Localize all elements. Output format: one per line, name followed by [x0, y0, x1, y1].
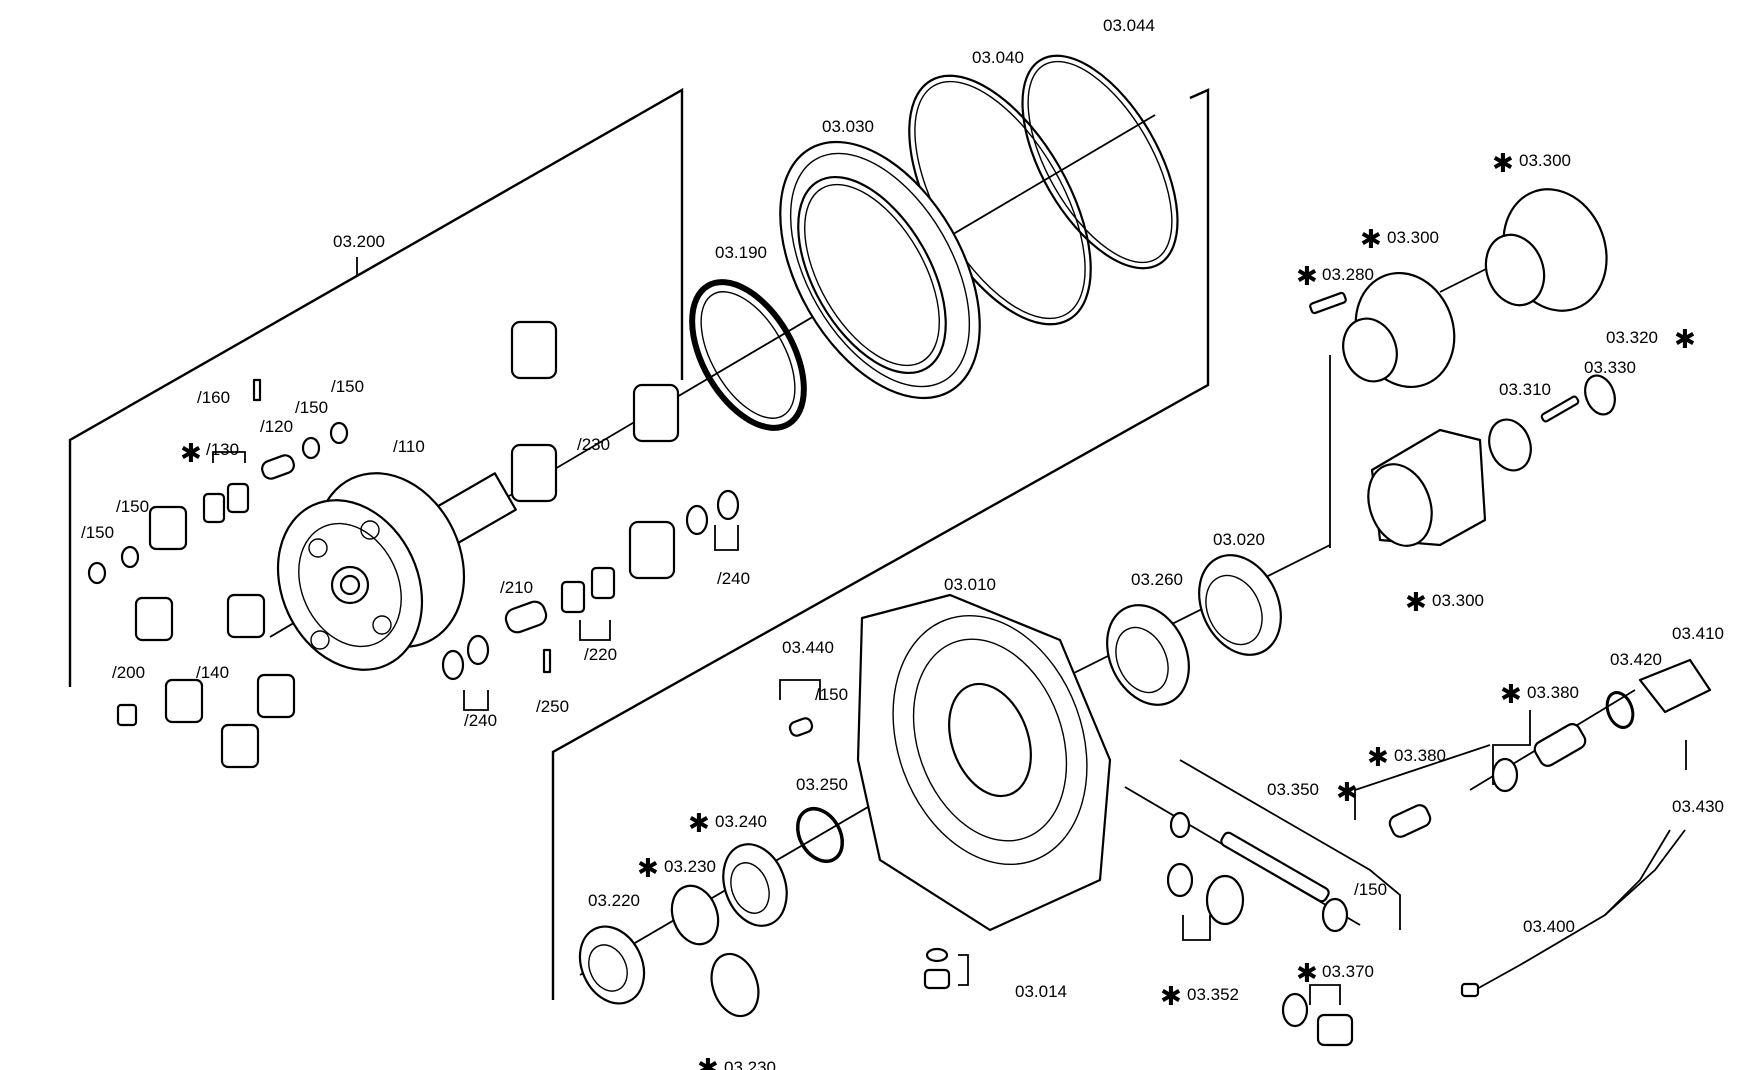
label-03-010: 03.010: [944, 575, 996, 594]
seal-03-020: [1198, 554, 1282, 656]
o-ring-03-250: [795, 807, 845, 863]
small-parts-left: [87, 378, 740, 681]
pin-03-440: [788, 717, 814, 737]
o-ring-03-044: [1021, 54, 1179, 270]
label-03-440-150: /150: [815, 685, 848, 704]
label-03-044: 03.044: [1103, 16, 1155, 35]
screw-03-330: [1540, 395, 1580, 423]
label-140: /140: [196, 663, 229, 682]
label-03-320: 03.320: [1606, 328, 1658, 347]
bearing-03-260: [1106, 604, 1190, 706]
star-03-230-bot: ✱: [697, 1054, 719, 1070]
bearing-03-230-top: [670, 884, 720, 946]
label-03-230-bot: 03.230: [724, 1058, 776, 1070]
label-03-400: 03.400: [1523, 917, 1575, 936]
label-03-370: 03.370: [1322, 962, 1374, 981]
planet-gears-230: [510, 320, 680, 580]
label-03-380-left: 03.380: [1394, 746, 1446, 765]
star-03-350: ✱: [1336, 778, 1358, 808]
label-150-b: /150: [295, 398, 328, 417]
star-03-300-bot: ✱: [1405, 588, 1427, 618]
lock-plate-03-320: [1584, 374, 1616, 416]
label-240-a: /240: [717, 569, 750, 588]
label-03-260: 03.260: [1131, 570, 1183, 589]
star-03-240: ✱: [688, 809, 710, 839]
label-03-430: 03.430: [1672, 797, 1724, 816]
label-03-410: 03.410: [1672, 624, 1724, 643]
star-03-300-top: ✱: [1492, 149, 1514, 179]
label-03-352: 03.352: [1187, 985, 1239, 1004]
label-03-250: 03.250: [796, 775, 848, 794]
sleeve-03-230-bottom: [710, 952, 760, 1018]
label-03-040: 03.040: [972, 48, 1024, 67]
yoke-03-300-bot: [1367, 428, 1487, 547]
label-03-030: 03.030: [822, 117, 874, 136]
label-240-b: /240: [464, 711, 497, 730]
o-ring-03-420: [1605, 691, 1635, 729]
leader-brackets: [212, 451, 1687, 1005]
label-120: /120: [260, 417, 293, 436]
label-03-350: 03.350: [1267, 780, 1319, 799]
flange-03-300-top: [1484, 188, 1608, 312]
label-230: /230: [577, 435, 610, 454]
plug-03-014: [923, 947, 951, 990]
label-03-190: 03.190: [715, 243, 767, 262]
seal-ring-03-190: [689, 279, 807, 431]
label-250: /250: [536, 697, 569, 716]
seal-03-220: [578, 925, 646, 1005]
planet-gears-140: [116, 505, 296, 769]
shaft-03-350: [1169, 811, 1349, 933]
label-03-350-150: /150: [1354, 880, 1387, 899]
part-labels: 03.200 03.190 03.030 03.040 03.044 ✱ 03.…: [81, 16, 1724, 1070]
label-110: /110: [393, 437, 425, 456]
star-03-280: ✱: [1296, 262, 1318, 292]
flange-03-300-mid: [1309, 271, 1456, 389]
label-200: /200: [112, 663, 145, 682]
plug-03-370: [1281, 992, 1354, 1047]
label-03-220: 03.220: [588, 891, 640, 910]
label-03-230-top: 03.230: [664, 857, 716, 876]
label-03-240: 03.240: [715, 812, 767, 831]
star-03-352: ✱: [1160, 982, 1182, 1012]
label-220: /220: [584, 645, 617, 664]
ring-gear-03-030: [779, 140, 981, 400]
planet-carrier-110: [276, 472, 517, 671]
label-03-420: 03.420: [1610, 650, 1662, 669]
label-03-200: 03.200: [333, 232, 385, 251]
label-03-014: 03.014: [1015, 982, 1067, 1001]
star-03-320: ✱: [1674, 325, 1696, 355]
label-03-330: 03.330: [1584, 358, 1636, 377]
label-03-300-mid: 03.300: [1387, 228, 1439, 247]
assembly-frame-03-010: [551, 88, 1210, 1000]
plug-03-352: [1166, 862, 1245, 926]
label-03-020: 03.020: [1213, 530, 1265, 549]
label-150-c: /150: [116, 497, 149, 516]
assembly-frame-03-200: [68, 87, 684, 687]
label-130: /130: [206, 440, 239, 459]
washer-03-310: [1488, 418, 1532, 472]
label-03-280: 03.280: [1322, 265, 1374, 284]
label-03-300-top: 03.300: [1519, 151, 1571, 170]
label-03-440: 03.440: [782, 638, 834, 657]
star-03-380-left: ✱: [1367, 743, 1389, 773]
star-03-300-mid: ✱: [1360, 225, 1382, 255]
label-150-a: /150: [331, 377, 364, 396]
housing-03-010: [856, 593, 1112, 932]
star-130: ✱: [180, 439, 202, 469]
star-03-370: ✱: [1296, 959, 1318, 989]
bearing-03-240: [722, 843, 788, 927]
label-03-310: 03.310: [1499, 380, 1551, 399]
label-03-380-right: 03.380: [1527, 683, 1579, 702]
star-03-380-right: ✱: [1500, 680, 1522, 710]
sensor-03-410: [1638, 658, 1712, 714]
label-03-300-bot: 03.300: [1432, 591, 1484, 610]
label-160: /160: [197, 388, 230, 407]
sensor-03-380-right: [1491, 723, 1587, 793]
sensor-03-380-left: [1388, 804, 1432, 838]
star-03-230-top: ✱: [637, 854, 659, 884]
label-210: /210: [500, 578, 533, 597]
cable-03-400: [1460, 829, 1686, 998]
label-150-d: /150: [81, 523, 114, 542]
